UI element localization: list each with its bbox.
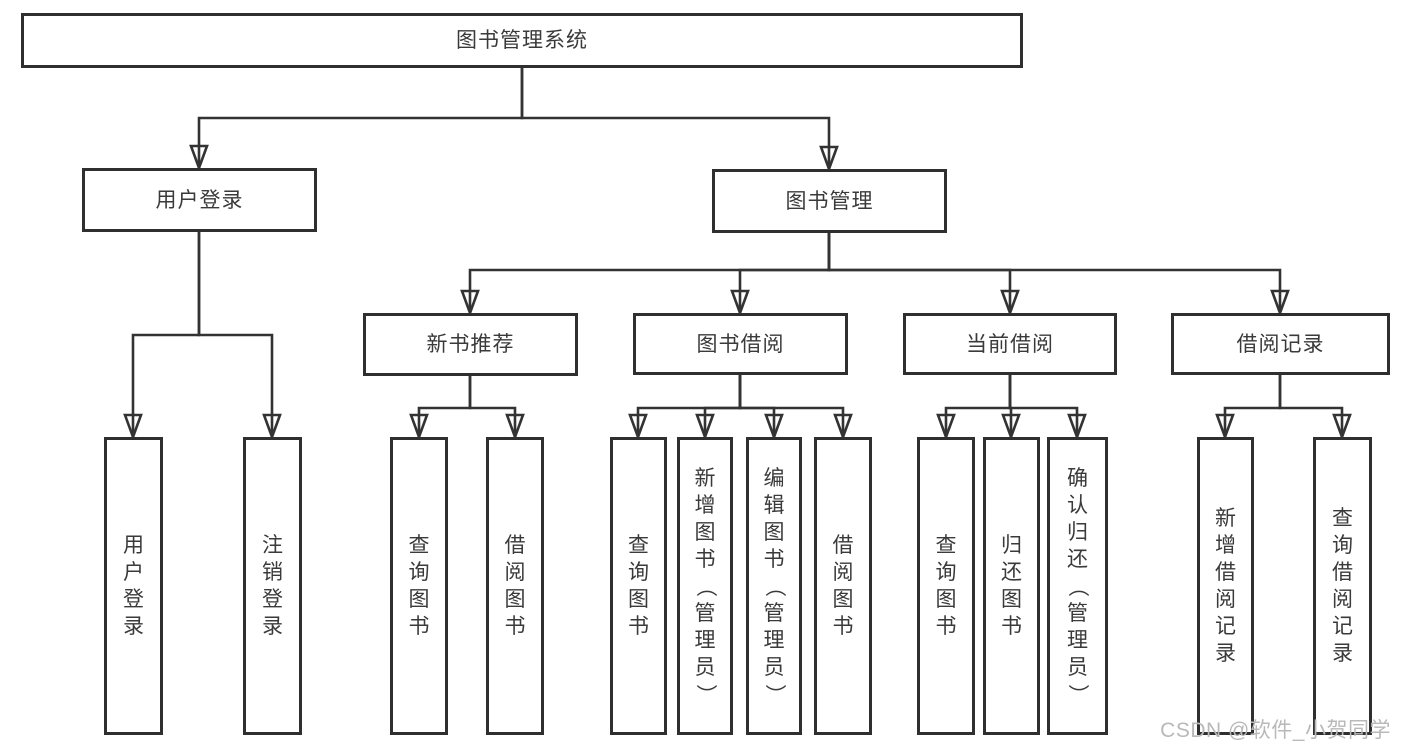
node-borrowing-records: 借阅记录 (1171, 313, 1390, 375)
leaf-return-books: 归还图书 (983, 437, 1040, 735)
leaf-query-books-recommend: 查询图书 (390, 437, 448, 735)
leaf-edit-books-admin: 编辑图书（管理员） (746, 437, 802, 735)
node-book-management: 图书管理 (712, 169, 947, 233)
leaf-confirm-return-admin: 确认归还（管理员） (1047, 437, 1108, 735)
leaf-query-borrow-record: 查询借阅记录 (1313, 437, 1372, 735)
node-book-borrowing: 图书借阅 (633, 313, 848, 375)
leaf-add-borrow-record: 新增借阅记录 (1197, 437, 1254, 735)
leaf-borrow-books: 借阅图书 (814, 437, 872, 735)
node-user-login: 用户登录 (82, 168, 317, 232)
leaf-query-books-borrow: 查询图书 (610, 437, 667, 735)
leaf-user-login: 用户登录 (104, 437, 163, 735)
leaf-add-books-admin: 新增图书（管理员） (677, 437, 733, 735)
leaf-logout: 注销登录 (243, 437, 302, 735)
leaf-query-books-current: 查询图书 (917, 437, 975, 735)
node-current-borrowing: 当前借阅 (903, 313, 1117, 375)
node-new-book-recommend: 新书推荐 (363, 313, 578, 376)
leaf-borrow-books-recommend: 借阅图书 (486, 437, 544, 735)
node-system-root: 图书管理系统 (21, 13, 1023, 68)
csdn-watermark: CSDN @软件_小贺同学 (1160, 719, 1391, 742)
